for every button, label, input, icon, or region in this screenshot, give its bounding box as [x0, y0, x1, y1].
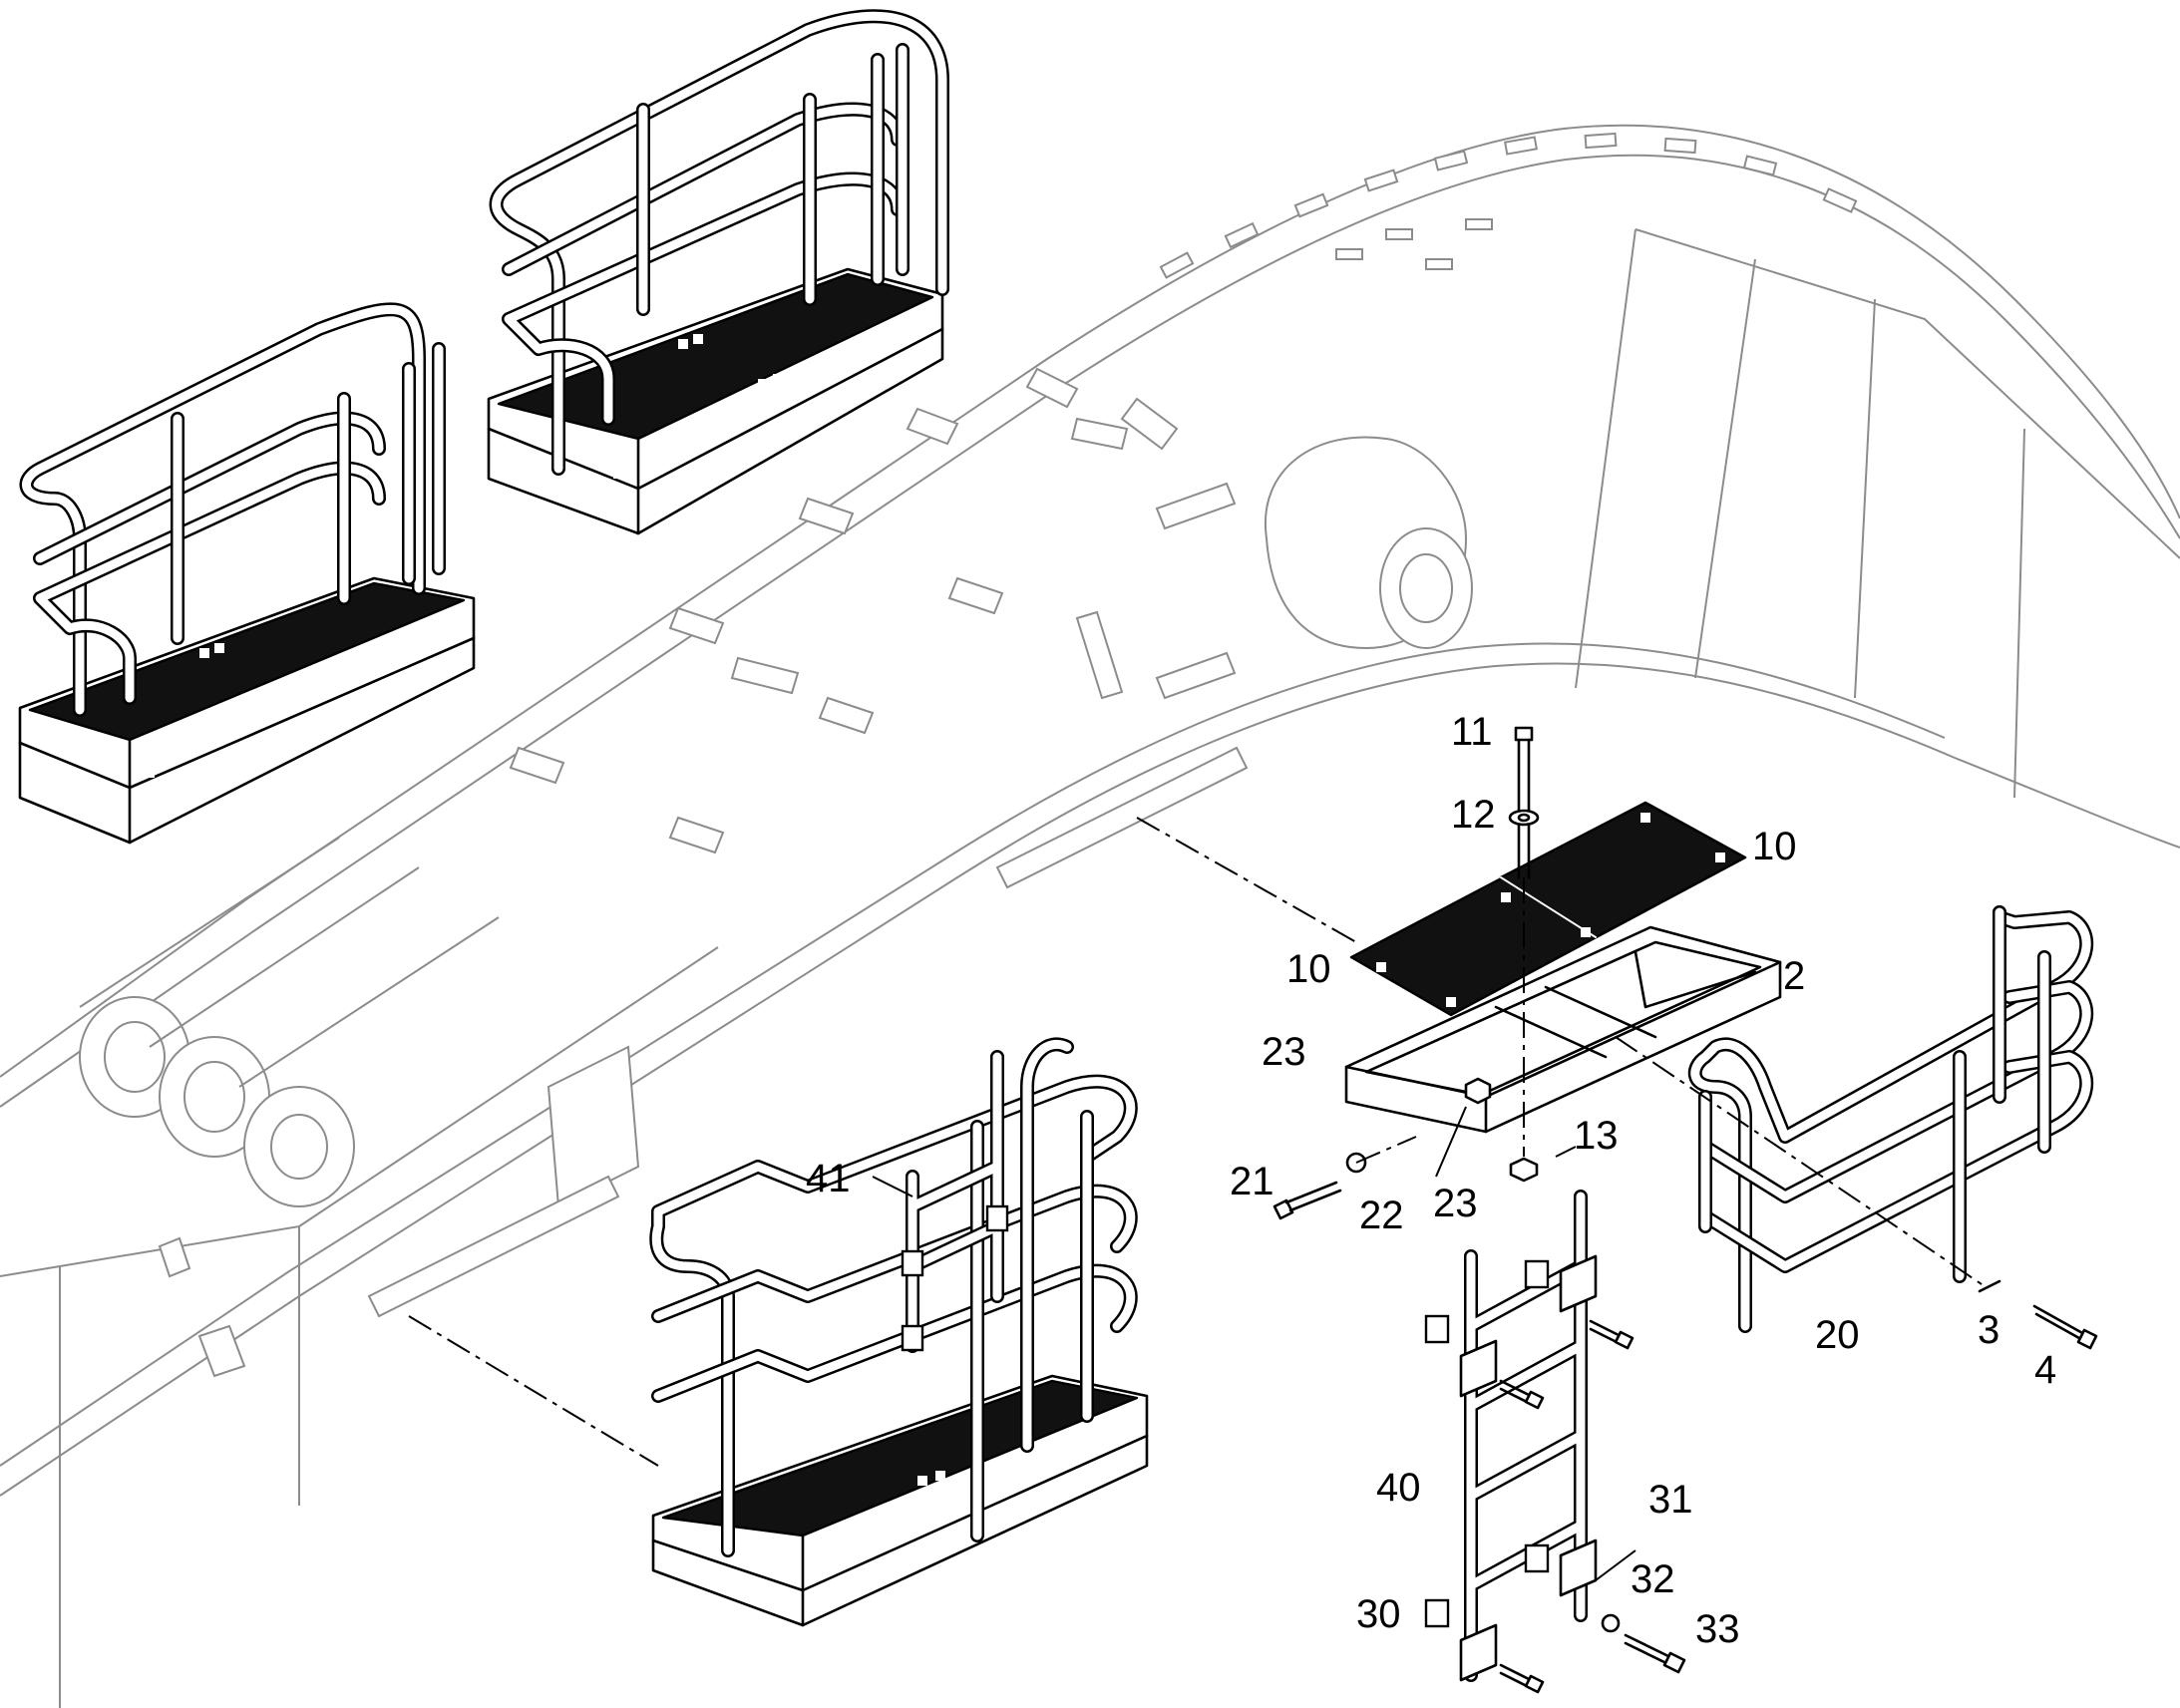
- boom-bottom-edge: [0, 662, 2180, 1497]
- platform-frame-2: [1344, 925, 1782, 1134]
- railing-20: [1687, 905, 2094, 1333]
- callout-10-right: 10: [1752, 825, 1797, 868]
- platform-deck-plate: [661, 1379, 1139, 1537]
- nut-13: [1509, 1157, 1539, 1183]
- deck-plates-10: [1349, 801, 1747, 1017]
- assembled-platform-bottom-center: [649, 1037, 1149, 1627]
- callout-33: 33: [1695, 1607, 1740, 1651]
- boom-foot-bosses: [79, 837, 500, 1207]
- washer-12: [1508, 809, 1540, 827]
- boom-pivot-hub: [1264, 436, 1473, 650]
- ladder-40: [1424, 1190, 1635, 1694]
- callout-22: 22: [1359, 1194, 1404, 1237]
- walkway-brackets: [158, 367, 1249, 1378]
- frame-outline: [1344, 925, 1782, 1134]
- callout-20: 20: [1815, 1313, 1860, 1357]
- callout-labels: 11 12 10 10 2 23 13 21 22 23 41 20 3 4 4…: [806, 710, 2056, 1651]
- bolt-4: [2032, 1304, 2098, 1350]
- callout-40: 40: [1376, 1466, 1421, 1510]
- callout-41: 41: [806, 1157, 851, 1200]
- ladder-bracket-31-bottom: [1559, 1538, 1598, 1597]
- callout-23-lower: 23: [1433, 1182, 1478, 1225]
- bolt-21: [1272, 1181, 1342, 1220]
- callout-3: 3: [1978, 1308, 1999, 1352]
- callout-23-upper: 23: [1262, 1030, 1306, 1074]
- nut-23-mounted: [1464, 1077, 1492, 1105]
- bolt-11: [1514, 726, 1534, 879]
- leader-lines: [872, 1106, 1636, 1581]
- ladder-clamp-30-bottom: [1424, 1598, 1450, 1628]
- callout-13: 13: [1574, 1114, 1619, 1158]
- callout-2: 2: [1783, 954, 1805, 998]
- callout-31: 31: [1648, 1478, 1693, 1522]
- assembled-platform-top-left: [18, 302, 476, 845]
- callout-4: 4: [2034, 1348, 2056, 1392]
- boom-lugs: [1159, 132, 1858, 279]
- callout-30: 30: [1356, 1592, 1401, 1636]
- platform-deck-plate: [28, 581, 466, 742]
- callout-32: 32: [1631, 1557, 1675, 1601]
- washer-32: [1601, 1613, 1621, 1633]
- excavator-boom: [0, 124, 2180, 1708]
- assembled-platform-top-center: [487, 9, 949, 535]
- callout-10-left: 10: [1286, 947, 1331, 991]
- callout-11: 11: [1451, 710, 1493, 754]
- boom-top-edge-inner: [0, 154, 2180, 1108]
- pin-3: [1978, 1279, 2001, 1293]
- ladder-clamp-30-top: [1424, 1314, 1450, 1344]
- assembly-center-lines: [408, 817, 1986, 1467]
- boom-flank-lines: [1575, 228, 2025, 799]
- callout-21: 21: [1230, 1160, 1274, 1203]
- boom-bottom-edge-inner: [0, 642, 1946, 1467]
- boom-flank: [1635, 228, 2180, 559]
- bolt-33: [1624, 1633, 1686, 1674]
- boom-lower-plate: [0, 946, 719, 1708]
- ladder-bracket-31-top: [1559, 1254, 1598, 1313]
- callout-12: 12: [1451, 793, 1496, 837]
